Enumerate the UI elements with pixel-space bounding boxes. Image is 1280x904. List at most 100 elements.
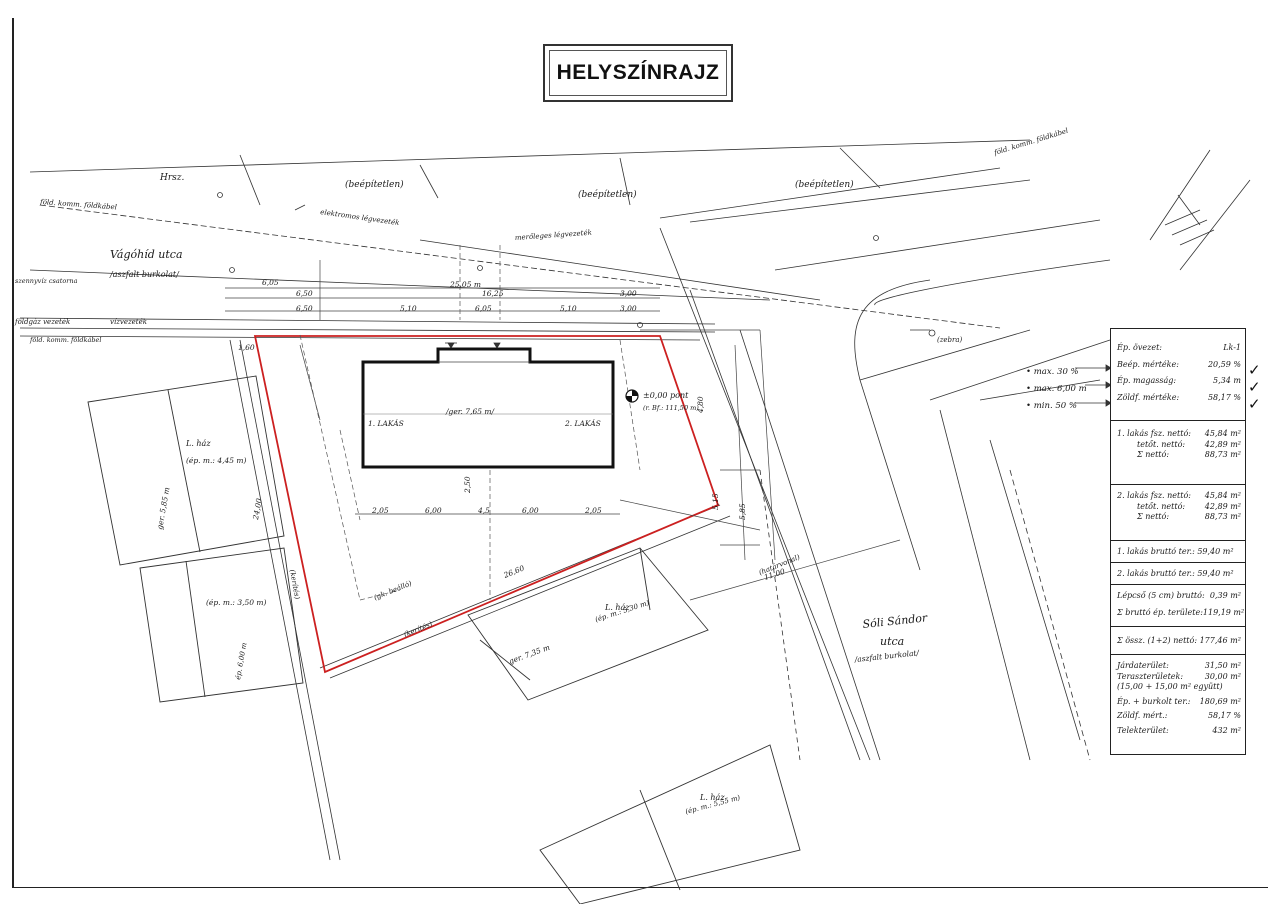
dim-5: 5,10 bbox=[560, 304, 577, 313]
row-label: Telekterület: bbox=[1117, 725, 1169, 735]
dim-1: 6,50 bbox=[296, 289, 313, 298]
row-label: tetőt. nettó: bbox=[1137, 439, 1186, 449]
row-value: 45,84 m² bbox=[1204, 491, 1241, 500]
label-lakas-1: 1. LAKÁS bbox=[368, 419, 404, 428]
row-value: 31,50 m² bbox=[1204, 661, 1241, 670]
setback-lines bbox=[299, 245, 641, 601]
label-gerinc-735: ger. 7,35 m bbox=[508, 643, 551, 666]
limit-zold-text: min. 50 % bbox=[1033, 401, 1077, 411]
dim-14: 2,50 bbox=[463, 476, 472, 494]
limits-list: • max. 30 % • max. 6,00 m • min. 50 % bbox=[1026, 364, 1087, 415]
limit-beep-text: max. 30 % bbox=[1033, 367, 1079, 377]
dim-10: 2,05 bbox=[371, 506, 389, 515]
label-beepitetlen-3: (beépítetlen) bbox=[795, 179, 854, 190]
table-row: Teraszterületek:30,00 m² bbox=[1117, 672, 1241, 683]
row-value: 20,59 % bbox=[1207, 359, 1241, 369]
dim-7: 3,00 bbox=[620, 304, 637, 313]
label-gerinc-585: ger. 5,85 m bbox=[155, 486, 171, 530]
row-value: 432 m² bbox=[1212, 725, 1241, 735]
table-row: Ép. övezet:Lk-1 bbox=[1117, 343, 1241, 354]
table-block-zoning: Ép. övezet:Lk-1 Beép. mértéke: 20,59 % Ép… bbox=[1111, 329, 1245, 421]
dim-2: 6,50 bbox=[296, 304, 313, 313]
label-lhaz-2: L. ház bbox=[604, 603, 630, 612]
label-meroleges: merőleges légvezeték bbox=[515, 228, 593, 242]
row-value: 0,39 m² bbox=[1209, 591, 1241, 600]
label-gk-beallo: (gk. beálló) bbox=[373, 579, 413, 602]
row-value: 5,34 m bbox=[1213, 376, 1241, 385]
table-row: (15,00 + 15,00 m² együtt) bbox=[1117, 682, 1241, 693]
label-vagohid-utca: Vágóhíd utca bbox=[110, 248, 183, 261]
label-utca: utca bbox=[880, 635, 904, 648]
dim-3: 5,10 bbox=[400, 304, 417, 313]
label-epm-350: (ép. m.: 3,50 m) bbox=[206, 598, 267, 607]
table-row: Σ bruttó ép. területe:119,19 m² bbox=[1117, 607, 1245, 619]
row-label: (15,00 + 15,00 m² együtt) bbox=[1117, 682, 1223, 691]
neighbour-buildings bbox=[87, 375, 801, 904]
table-row: Ép. + burkolt ter.:180,69 m² bbox=[1117, 697, 1241, 708]
dim-22: 5,85 bbox=[738, 503, 747, 520]
row-value: 88,73 m² bbox=[1204, 512, 1241, 521]
label-elektromos-1: elektromos légvezeték bbox=[320, 208, 400, 227]
table-row: Beép. mértéke: 20,59 % bbox=[1117, 360, 1241, 371]
table-block-summary: Járdaterület: 31,50 m² Teraszterületek:30… bbox=[1111, 655, 1245, 754]
table-block-lakas2: 2. lakás fsz. nettó: 45,84 m² tetőt. nett… bbox=[1111, 485, 1245, 541]
label-hrsz: Hrsz. bbox=[159, 173, 185, 183]
row-label: tetőt. nettó: bbox=[1137, 501, 1186, 511]
dim-20: 4,80 bbox=[696, 396, 705, 414]
dim-17: 1,60 bbox=[238, 343, 255, 352]
label-keritessav-2: (kerítés) bbox=[288, 569, 301, 600]
row-label: Ép. magasság: bbox=[1117, 376, 1177, 385]
row-label: Σ nettó: bbox=[1137, 450, 1170, 459]
brutto2-text: 2. lakás bruttó ter.: 59,40 m² bbox=[1117, 569, 1234, 578]
street-lines bbox=[19, 139, 1251, 861]
row-label: Zöldf. mértéke: bbox=[1117, 392, 1180, 402]
table-row: Zöldf. mértéke: 58,17 % bbox=[1117, 393, 1241, 404]
plan-labels: Hrsz. (beépítetlen) (beépítetlen) (beépí… bbox=[14, 127, 1069, 816]
limit-arrows bbox=[1075, 364, 1112, 407]
dim-15: 4,5 bbox=[477, 506, 490, 515]
table-row: Zöldf. mért.:58,17 % bbox=[1117, 711, 1241, 722]
table-block-brutto2: 2. lakás bruttó ter.: 59,40 m² bbox=[1111, 563, 1245, 585]
dim-12: 6,00 bbox=[522, 506, 539, 515]
table-block-brutto1: 1. lakás bruttó ter.: 59,40 m² bbox=[1111, 541, 1245, 563]
row-value: 42,89 m² bbox=[1204, 439, 1241, 449]
row-label: Ép. övezet: bbox=[1117, 343, 1162, 352]
drawing-frame bbox=[12, 18, 1268, 888]
label-keritessav: (kerítés) bbox=[403, 620, 434, 639]
row-value: 88,73 m² bbox=[1204, 450, 1241, 459]
row-value: 119,19 m² bbox=[1202, 607, 1245, 617]
label-vizvezetek: vízvezeték bbox=[110, 318, 147, 326]
dim-18: 24,00 bbox=[251, 497, 264, 521]
dimension-values: 6,05 6,50 6,50 5,10 6,05 5,10 3,00 3,00 … bbox=[238, 278, 786, 582]
dim-16: 26,60 bbox=[501, 563, 525, 580]
label-beepitetlen-1: (beépítetlen) bbox=[345, 179, 404, 190]
label-gerinc: /ger. 7,65 m/ bbox=[445, 407, 495, 416]
label-fold-komm-1: föld. komm. földkábel bbox=[39, 198, 117, 211]
row-label: Ép. + burkolt ter.: bbox=[1117, 696, 1191, 706]
label-lhaz-3: L. ház bbox=[699, 793, 725, 802]
table-row: tetőt. nettó: 42,89 m² bbox=[1117, 440, 1241, 451]
table-block-osszes: Σ össz. (1+2) nettó: 177,46 m² bbox=[1111, 627, 1245, 655]
row-label: Teraszterületek: bbox=[1117, 671, 1184, 681]
table-row: 2. lakás fsz. nettó: 45,84 m² bbox=[1117, 491, 1241, 502]
row-label: Zöldf. mért.: bbox=[1117, 711, 1168, 720]
check-icon: ✓ bbox=[1248, 395, 1261, 413]
row-label: Járdaterület: bbox=[1117, 661, 1169, 670]
row-label: 2. lakás fsz. nettó: bbox=[1117, 491, 1191, 500]
row-value: 58,17 % bbox=[1207, 392, 1241, 402]
label-beepitetlen-2: (beépítetlen) bbox=[578, 189, 637, 200]
limit-beep: • max. 30 % bbox=[1026, 367, 1079, 377]
brutto1-text: 1. lakás bruttó ter.: 59,40 m² bbox=[1117, 547, 1234, 556]
row-label: Lépcső (5 cm) bruttó: bbox=[1117, 591, 1205, 600]
label-aszfalt-1: /aszfalt burkolat/ bbox=[109, 270, 180, 279]
label-sali-sandor: Sóli Sándor bbox=[862, 611, 929, 631]
table-block-lepcso: Lépcső (5 cm) bruttó: 0,39 m² Σ bruttó ép… bbox=[1111, 585, 1245, 627]
limit-magassag-text: max. 6,00 m bbox=[1033, 384, 1087, 394]
row-label: Beép. mértéke: bbox=[1117, 359, 1179, 369]
dim-8: 25,05 m bbox=[449, 280, 481, 289]
table-row: tetőt. nettó:42,89 m² bbox=[1117, 502, 1241, 513]
label-foldgaz: földgáz vezeték bbox=[14, 318, 70, 326]
osszes-text: Σ össz. (1+2) nettó: 177,46 m² bbox=[1117, 636, 1241, 645]
label-lhaz-1-epm: (ép. m.: 4,45 m) bbox=[186, 456, 247, 465]
label-fold-komm-3: föld. komm. földkábel bbox=[29, 336, 101, 344]
